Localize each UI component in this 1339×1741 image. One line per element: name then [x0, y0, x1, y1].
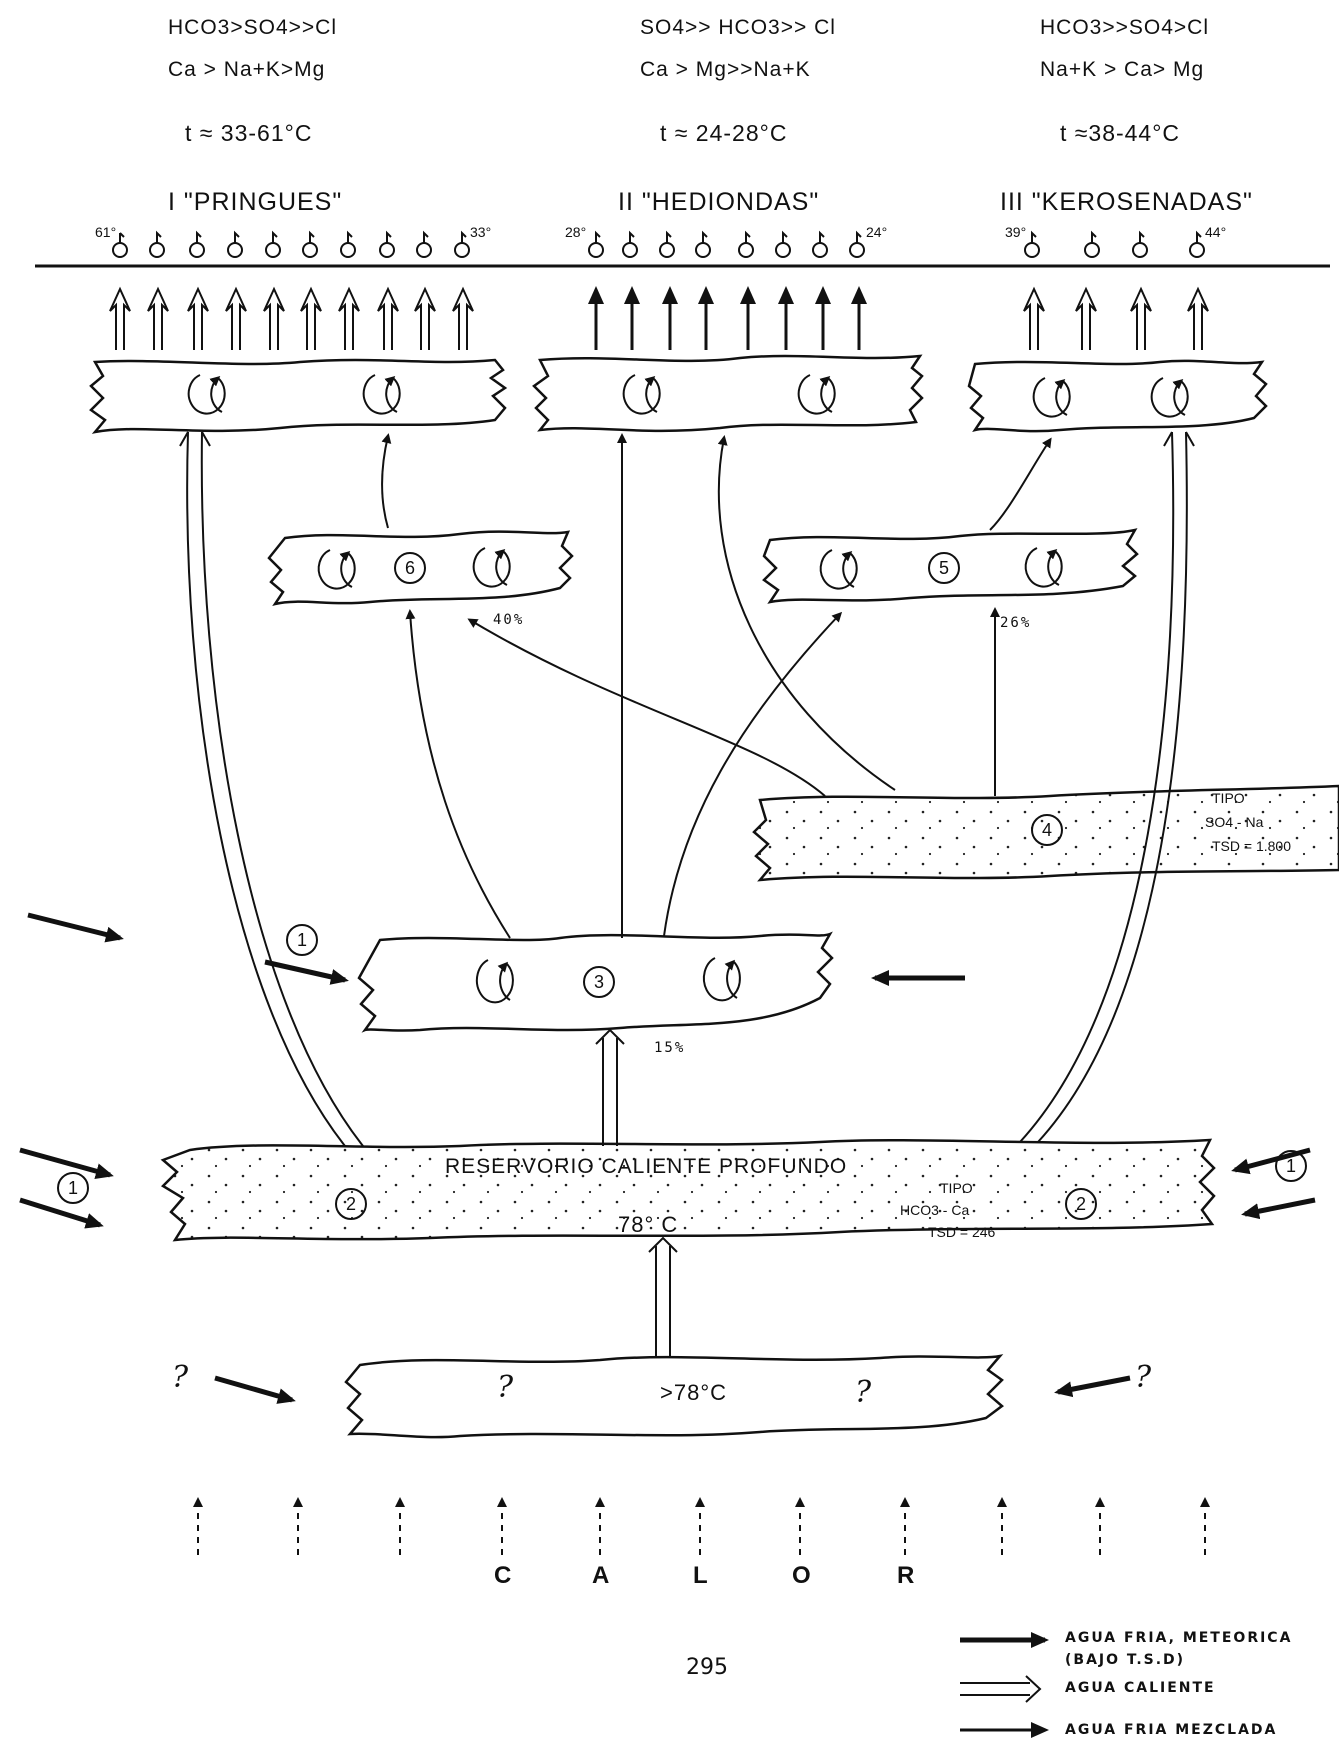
- main-reservoir-type-3: TSD = 246: [928, 1224, 995, 1240]
- page-number: 295: [686, 1655, 728, 1680]
- aquifer-4-type-3: TSD = 1.800: [1212, 838, 1291, 854]
- main-reservoir-title: RESERVORIO CALIENTE PROFUNDO: [445, 1155, 847, 1179]
- deep-question-left: ?: [172, 1360, 188, 1395]
- aquifer-kerosenadas: [969, 361, 1266, 431]
- heat-flux-arrows: [198, 1500, 1205, 1555]
- springs-group-3: [1025, 243, 1204, 257]
- calor-letter-l: L: [693, 1562, 708, 1590]
- header-col2-cations: Ca > Mg>>Na+K: [640, 58, 811, 82]
- legend-mixed-water: AGUA FRIA MEZCLADA: [1065, 1722, 1277, 1738]
- header-col3-temp: t ≈38-44°C: [1060, 120, 1180, 147]
- deep-reservoir-temp: >78°C: [660, 1380, 727, 1406]
- header-col3-cations: Na+K > Ca> Mg: [1040, 58, 1204, 82]
- group-pringues-label: I "PRINGUES": [168, 188, 342, 217]
- mid-aquifers: [269, 530, 1137, 1031]
- aquifer-hediondas: [534, 356, 922, 431]
- main-reservoir-temp: 78° C: [618, 1212, 678, 1238]
- aquifer-4-type-1: TIPO: [1212, 790, 1245, 806]
- header-col1-ions: HCO3>SO4>>Cl: [168, 16, 337, 40]
- legend-cold-water: AGUA FRIA, METEORICA: [1065, 1630, 1292, 1646]
- header-col2-ions: SO4>> HCO3>> Cl: [640, 16, 836, 40]
- hot-water-up-arrows-group-1: [110, 289, 473, 350]
- main-reservoir-type-2: HCO3 - Ca: [900, 1202, 969, 1218]
- hediondas-temp-left: 28°: [565, 224, 586, 240]
- mixed-water-up-arrows-group-2: [596, 290, 859, 350]
- group-kerosenadas-label: III "KEROSENADAS": [1000, 188, 1253, 217]
- pringues-temp-left: 61°: [95, 224, 116, 240]
- kerosenadas-temp-right: 44°: [1205, 224, 1226, 240]
- deep-question-inner-left: ?: [497, 1370, 513, 1405]
- aquifer-pringues: [91, 360, 505, 432]
- upper-aquifers: [91, 356, 1266, 432]
- reservoir-2-marker-right: 2: [1065, 1188, 1097, 1220]
- header-col2-temp: t ≈ 24-28°C: [660, 120, 787, 147]
- calor-letter-c: C: [494, 1562, 511, 1590]
- hot-water-up-arrows-group-3: [1024, 289, 1208, 350]
- legend-arrows: [960, 1640, 1045, 1730]
- inflow-marker-1: 1: [286, 924, 318, 956]
- calor-letter-o: O: [792, 1562, 811, 1590]
- header-col3-ions: HCO3>>SO4>Cl: [1040, 16, 1209, 40]
- legend-cold-water-sub: (BAJO T.S.D): [1065, 1652, 1185, 1668]
- reservoir-2-marker-left: 2: [335, 1188, 367, 1220]
- calor-letter-r: R: [897, 1562, 914, 1590]
- inflow-marker-3: 1: [1275, 1150, 1307, 1182]
- deep-question-inner-right: ?: [855, 1375, 871, 1410]
- main-reservoir-type-1: TIPO: [940, 1180, 973, 1196]
- reservoir-4-marker: 4: [1031, 814, 1063, 846]
- reservoir-5-marker: 5: [928, 552, 960, 584]
- percent-26: 26%: [1000, 615, 1031, 631]
- reservoir-3-marker: 3: [583, 966, 615, 998]
- deep-question-right: ?: [1135, 1360, 1151, 1395]
- header-col1-temp: t ≈ 33-61°C: [185, 120, 312, 147]
- pringues-temp-right: 33°: [470, 224, 491, 240]
- percent-40: 40%: [493, 612, 524, 628]
- aquifer-4-type-2: SO4 - Na: [1205, 814, 1263, 830]
- calor-letter-a: A: [592, 1562, 609, 1590]
- circulation-swirls: [189, 375, 1188, 1002]
- header-col1-cations: Ca > Na+K>Mg: [168, 58, 325, 82]
- springs-group-2: [589, 243, 864, 257]
- springs-group-1: [113, 243, 469, 257]
- percent-15: 15%: [654, 1040, 685, 1056]
- legend-hot-water: AGUA CALIENTE: [1065, 1680, 1216, 1696]
- springs: [113, 233, 1204, 257]
- inflow-marker-2: 1: [57, 1172, 89, 1204]
- reservoir-6-marker: 6: [394, 552, 426, 584]
- kerosenadas-temp-left: 39°: [1005, 224, 1026, 240]
- group-hediondas-label: II "HEDIONDAS": [618, 188, 819, 217]
- hediondas-temp-right: 24°: [866, 224, 887, 240]
